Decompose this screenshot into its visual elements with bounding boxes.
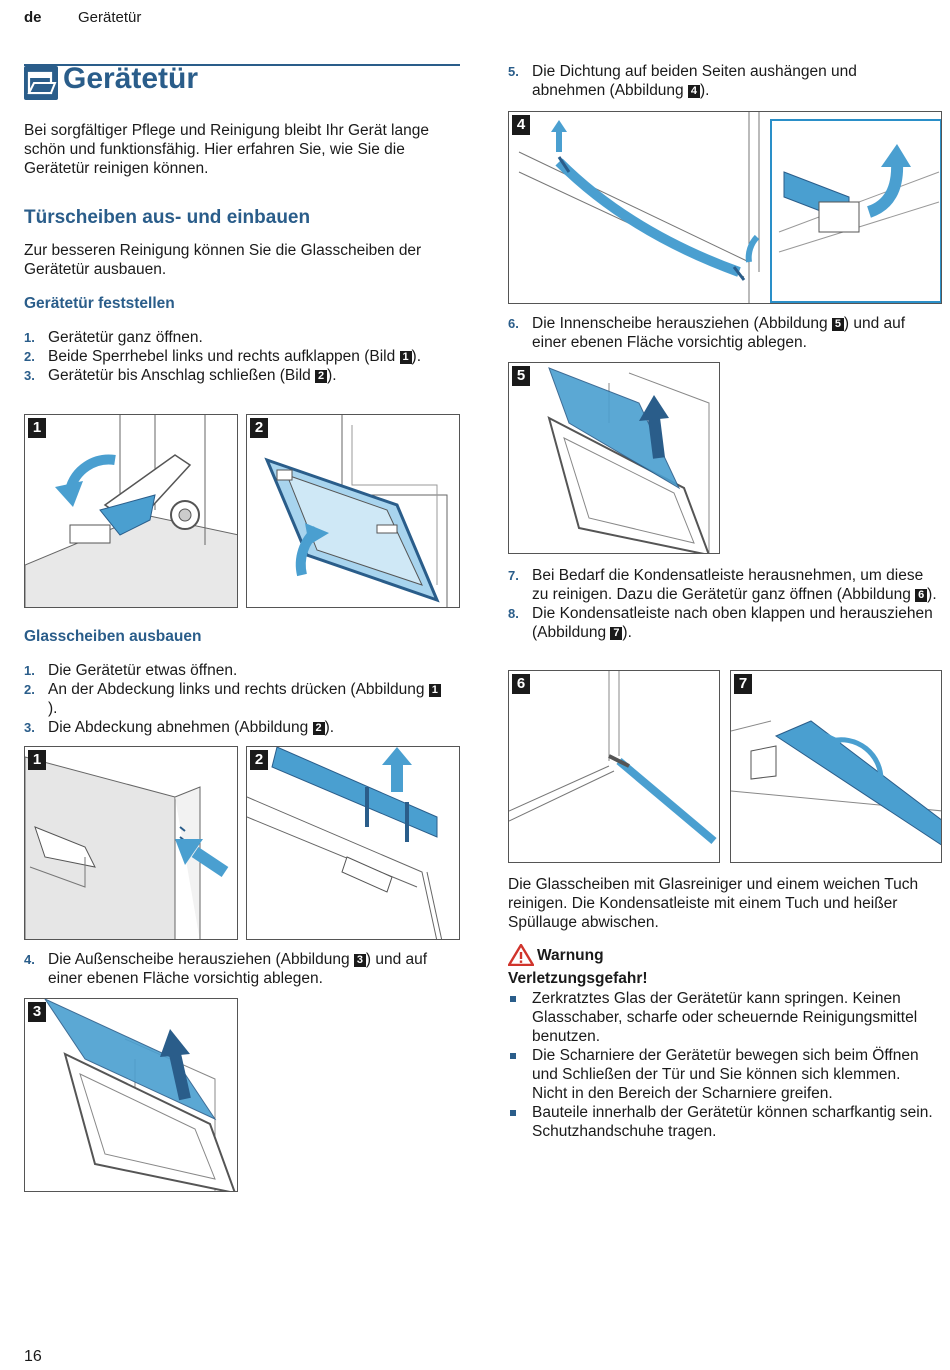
figure-ref: 2 xyxy=(315,370,328,383)
figure-lever: 1 xyxy=(24,414,238,608)
figure-door-close: 2 xyxy=(246,414,460,608)
figure-ref: 5 xyxy=(831,318,844,331)
figure-press-cover: 1 xyxy=(24,746,238,940)
step5: 5.Die Dichtung auf beiden Seiten aushäng… xyxy=(508,62,928,100)
list-item: 1.Die Gerätetür etwas öffnen. xyxy=(24,662,238,679)
figure-badge: 5 xyxy=(512,366,530,386)
list-item: 6.Die Innenscheibe herausziehen (Abbildu… xyxy=(508,315,906,351)
step6: 6.Die Innenscheibe herausziehen (Abbildu… xyxy=(508,314,933,352)
list-item: 1.Gerätetür ganz öffnen. xyxy=(24,329,203,346)
list-item: 5.Die Dichtung auf beiden Seiten aushäng… xyxy=(508,63,857,99)
figure-ref: 6 xyxy=(915,589,928,602)
figure-ref: 1 xyxy=(399,351,412,364)
warning-label: Warnung xyxy=(537,947,604,964)
figure-remove-cover: 2 xyxy=(246,746,460,940)
language-code: de xyxy=(24,9,42,26)
steps-7-8: 7.Bei Bedarf die Kondensatleiste herausn… xyxy=(508,566,940,642)
section-text: Zur besseren Reinigung können Sie die Gl… xyxy=(24,242,422,278)
figure-badge: 3 xyxy=(28,1002,46,1022)
list-item: 3.Die Abdeckung abnehmen (Abbildung 2). xyxy=(24,719,335,736)
lock-steps: 1.Gerätetür ganz öffnen. 2.Beide Sperrhe… xyxy=(24,328,444,385)
figure-ref: 1 xyxy=(428,684,441,697)
figure-badge: 2 xyxy=(250,750,268,770)
subsection-heading-lock: Gerätetür feststellen xyxy=(24,295,175,312)
warning-list: Zerkratztes Glas der Gerätetür kann spri… xyxy=(508,989,940,1141)
list-item: Die Scharniere der Gerätetür bewegen sic… xyxy=(508,1046,940,1103)
warning-header: Warnung xyxy=(507,943,618,967)
figure-badge: 1 xyxy=(28,418,46,438)
header-section-title: Gerätetür xyxy=(78,9,142,26)
figure-badge: 6 xyxy=(512,674,530,694)
glass-steps: 1.Die Gerätetür etwas öffnen. 2.An der A… xyxy=(24,661,444,737)
list-item: 8.Die Kondensatleiste nach oben klappen … xyxy=(508,605,933,641)
figure-seal: 4 xyxy=(508,111,942,304)
list-item: Bauteile innerhalb der Gerätetür können … xyxy=(508,1103,940,1141)
figure-badge: 1 xyxy=(28,750,46,770)
section-heading: Türscheiben aus- und einbauen xyxy=(24,207,311,228)
subsection-heading-glass: Glasscheiben ausbauen xyxy=(24,628,202,645)
figure-inner-glass: 5 xyxy=(508,362,720,554)
figure-ref: 4 xyxy=(687,85,700,98)
list-item: 3.Gerätetür bis Anschlag schließen (Bild… xyxy=(24,367,337,384)
figure-badge: 4 xyxy=(512,115,530,135)
figure-ref: 3 xyxy=(353,954,366,967)
list-item: 7.Bei Bedarf die Kondensatleiste herausn… xyxy=(508,567,937,603)
figure-outer-glass: 3 xyxy=(24,998,238,1192)
list-item: Zerkratztes Glas der Gerätetür kann spri… xyxy=(508,989,940,1046)
figure-condensate-remove: 7 xyxy=(730,670,942,863)
figure-ref: 2 xyxy=(312,722,325,735)
page-title: Gerätetür xyxy=(63,62,199,95)
page-number: 16 xyxy=(24,1348,42,1365)
list-item: 2.Beide Sperrhebel links und rechts aufk… xyxy=(24,348,422,365)
figure-ref: 7 xyxy=(610,627,623,640)
figure-badge: 2 xyxy=(250,418,268,438)
intro-text: Bei sorgfältiger Pflege und Reinigung bl… xyxy=(24,122,429,177)
list-item: 2.An der Abdeckung links und rechts drüc… xyxy=(24,680,444,718)
warning-icon xyxy=(507,943,535,971)
list-item: 4.Die Außenscheibe herausziehen (Abbildu… xyxy=(24,951,428,987)
door-icon xyxy=(24,66,58,100)
step4: 4.Die Außenscheibe herausziehen (Abbildu… xyxy=(24,950,460,988)
cleaning-text: Die Glasscheiben mit Glasreiniger und ei… xyxy=(508,876,919,931)
warning-title: Verletzungsgefahr! xyxy=(508,970,648,987)
title-rule xyxy=(24,64,460,66)
figure-condensate-open: 6 xyxy=(508,670,720,863)
figure-badge: 7 xyxy=(734,674,752,694)
